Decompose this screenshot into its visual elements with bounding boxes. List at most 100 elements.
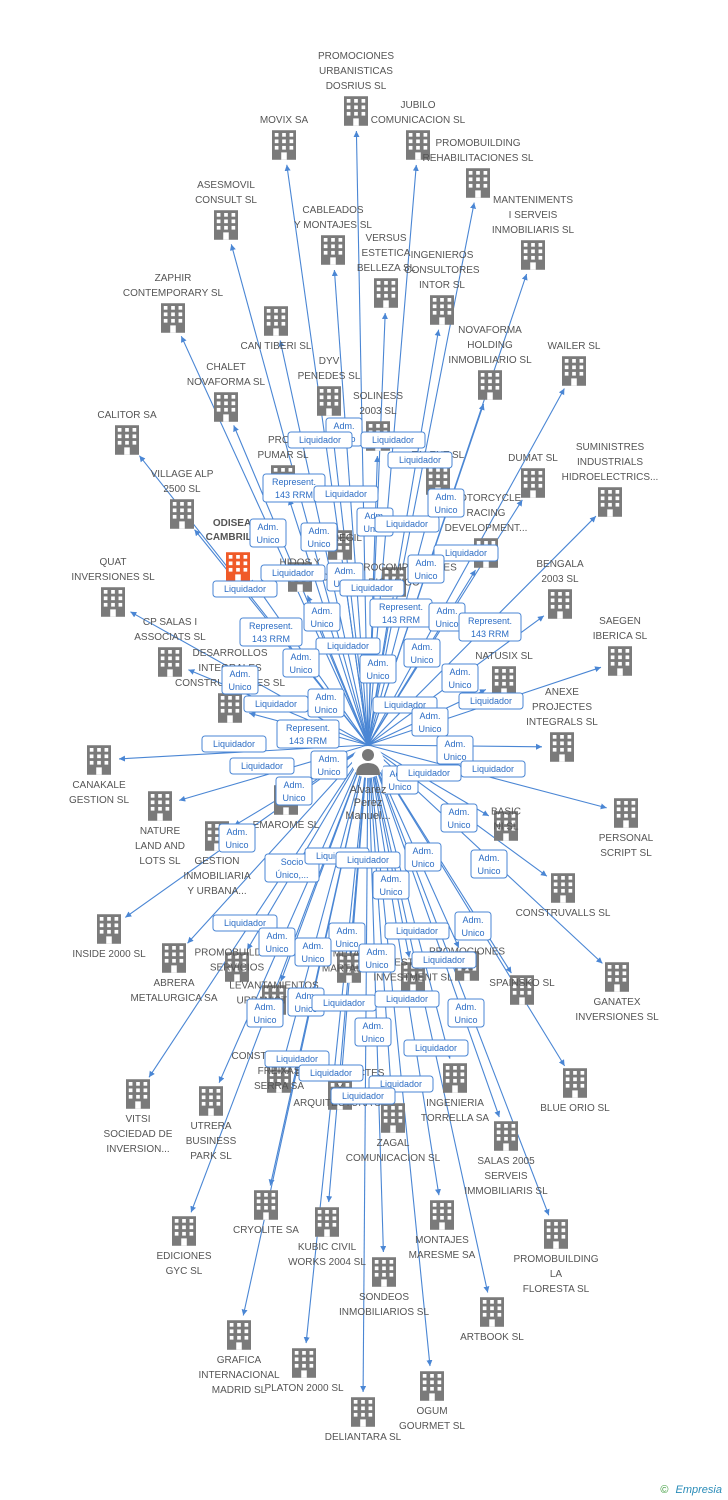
role-adm-unico[interactable]: Adm.Unico: [303, 602, 341, 632]
company-node-ecregil[interactable]: ECREGIL: [318, 530, 362, 560]
role-adm-unico[interactable]: Adm.Unico: [249, 518, 287, 548]
role-liquidador[interactable]: Liquidador: [374, 990, 440, 1008]
company-node-inside-2000[interactable]: INSIDE 2000 SL: [72, 914, 146, 960]
role-adm-unico[interactable]: Adm.Unico: [427, 488, 465, 518]
role-liquidador[interactable]: Liquidador: [212, 580, 278, 598]
company-node-natusix[interactable]: NATUSIX SL: [475, 651, 533, 696]
role-liquidador[interactable]: Liquidador: [374, 515, 440, 533]
role-represent[interactable]: Represent.143 RRM: [369, 598, 433, 628]
role-liquidador[interactable]: Liquidador: [387, 451, 453, 469]
company-node-spainsko[interactable]: SPAINSKO SL: [489, 975, 555, 1005]
role-liquidador[interactable]: Liquidador: [360, 431, 426, 449]
role-liquidador[interactable]: Liquidador: [264, 1050, 330, 1068]
company-node-construvalls[interactable]: CONSTRUVALLS SL: [516, 873, 611, 919]
role-adm-unico[interactable]: Adm.Unico: [354, 1017, 392, 1047]
role-adm-unico[interactable]: Adm.Unico: [282, 648, 320, 678]
role-adm-unico[interactable]: Adm.Unico: [246, 998, 284, 1028]
role-liquidador[interactable]: Liquidador: [384, 922, 450, 940]
role-liquidador[interactable]: Liquidador: [403, 1039, 469, 1057]
role-adm-unico[interactable]: Adm.Unico: [275, 776, 313, 806]
role-adm-unico[interactable]: Adm.Unico: [404, 842, 442, 872]
company-node-suministres[interactable]: SUMINISTRESINDUSTRIALSHIDROELECTRICS...: [562, 442, 659, 517]
role-liquidador[interactable]: Liquidador: [396, 764, 462, 782]
role-adm-unico[interactable]: Adm.Unico: [407, 554, 445, 584]
role-liquidador[interactable]: Liquidador: [229, 757, 295, 775]
role-adm-unico[interactable]: Adm.Unico: [221, 665, 259, 695]
role-liquidador[interactable]: Liquidador: [460, 760, 526, 778]
role-adm-unico[interactable]: Adm.Unico: [294, 937, 332, 967]
role-represent[interactable]: Represent.143 RRM: [276, 719, 340, 749]
role-represent[interactable]: Represent.143 RRM: [458, 612, 522, 642]
role-liquidador[interactable]: Liquidador: [315, 637, 381, 655]
company-node-wailer[interactable]: WAILER SL: [548, 341, 601, 386]
footer-brand[interactable]: © Empresia: [660, 1484, 722, 1496]
company-node-movix[interactable]: MOVIX SA: [260, 115, 309, 160]
company-node-calitor[interactable]: CALITOR SA: [97, 410, 157, 455]
role-adm-unico[interactable]: Adm.Unico: [440, 803, 478, 833]
role-adm-unico[interactable]: Adm.Unico: [428, 602, 466, 632]
role-adm-unico[interactable]: Adm.Unico: [411, 707, 449, 737]
company-node-artbook[interactable]: ARTBOOK SL: [460, 1297, 524, 1343]
role-liquidador[interactable]: Liquidador: [287, 431, 353, 449]
role-liquidador[interactable]: Liquidador: [330, 1087, 396, 1105]
role-adm-unico[interactable]: Adm.Unico: [359, 654, 397, 684]
role-adm-unico[interactable]: Adm.Unico: [470, 849, 508, 879]
role-liquidador[interactable]: Liquidador: [433, 544, 499, 562]
role-liquidador[interactable]: Liquidador: [335, 851, 401, 869]
role-adm-unico[interactable]: Adm.Unico: [358, 943, 396, 973]
company-node-cryolite[interactable]: CRYOLITE SA: [233, 1190, 299, 1236]
role-liquidador[interactable]: Liquidador: [201, 735, 267, 753]
company-node-dumat[interactable]: DUMAT SL: [508, 453, 558, 498]
role-adm-unico[interactable]: Adm.Unico: [300, 522, 338, 552]
role-adm-unico[interactable]: Adm.Unico: [441, 663, 479, 693]
role-liquidador[interactable]: Liquidador: [311, 994, 377, 1012]
role-represent[interactable]: Represent.143 RRM: [239, 617, 303, 647]
role-adm-unico[interactable]: Adm.Unico: [258, 927, 296, 957]
role-liquidador[interactable]: Liquidador: [298, 1064, 364, 1082]
role-adm-unico[interactable]: Adm.Unico: [454, 911, 492, 941]
role-liquidador[interactable]: Liquidador: [243, 695, 309, 713]
role-represent[interactable]: Represent.143 RRM: [262, 473, 326, 503]
role-adm-unico[interactable]: Adm.Unico: [447, 998, 485, 1028]
role-liquidador[interactable]: Liquidador: [458, 692, 524, 710]
company-node-motorcycle[interactable]: MOTORCYCLERACINGDEVELOPMENT...: [445, 493, 528, 568]
role-adm-unico[interactable]: Adm.Unico: [310, 750, 348, 780]
role-adm-unico[interactable]: Adm.Unico: [403, 638, 441, 668]
role-liquidador[interactable]: Liquidador: [313, 485, 379, 503]
role-adm-unico[interactable]: Adm.Unico: [436, 735, 474, 765]
role-liquidador[interactable]: Liquidador: [212, 914, 278, 932]
company-node-emarome[interactable]: EMAROME SL: [253, 785, 320, 831]
role-liquidador[interactable]: Liquidador: [339, 579, 405, 597]
